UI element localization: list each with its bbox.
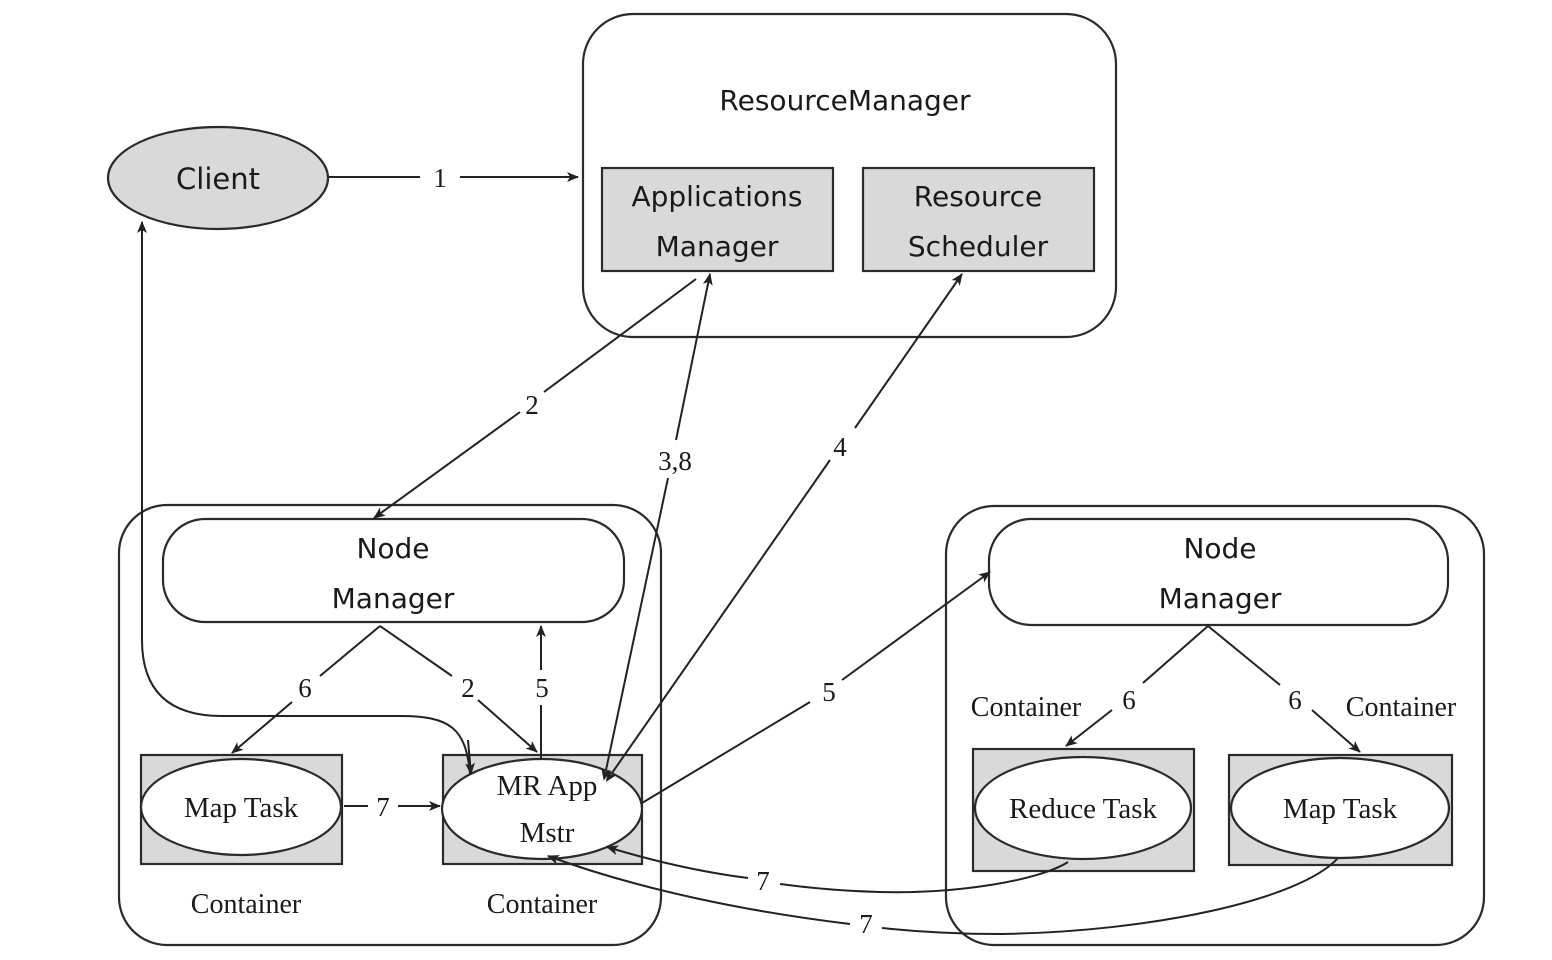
client-node: Client (106, 125, 330, 231)
edge-maptask-right-mr: 7 (547, 855, 1339, 939)
edge-label-2-top: 2 (525, 390, 539, 420)
edge-label-5-left: 5 (535, 673, 549, 703)
edge-label-7-reduce: 7 (756, 866, 770, 896)
client-ellipse (106, 125, 330, 231)
right-node-group: Node Manager Container Container Reduce … (944, 504, 1486, 947)
edge-appmgr-nodemgr: 2 (373, 278, 697, 519)
reduce-task-label: Reduce Task (1009, 793, 1158, 825)
container-map-left-label: Container (191, 889, 302, 920)
edge-mr-nm-right: 5 (641, 571, 991, 804)
mr-app-mstr-label-1: MR App (497, 770, 598, 802)
edge-label-6-reduce: 6 (1122, 685, 1136, 715)
edge-label-4: 4 (833, 432, 847, 462)
edge-reduce-mr: 7 (606, 845, 1069, 896)
right-node-manager-label-1: Node (1183, 532, 1256, 565)
edge-client-to-rm: 1 (329, 163, 579, 193)
map-task-left-ellipse (139, 757, 343, 857)
edge-label-7-maptask-right: 7 (859, 909, 873, 939)
resource-manager-frame (581, 12, 1118, 339)
left-node-frame (117, 503, 663, 947)
edge-label-6-maptask-right: 6 (1288, 685, 1302, 715)
client-label: Client (176, 162, 260, 196)
resource-scheduler-label-2: Scheduler (908, 230, 1049, 263)
right-node-frame (944, 504, 1486, 947)
right-node-manager-label-2: Manager (1159, 582, 1282, 615)
applications-manager-label-1: Applications (631, 180, 802, 213)
applications-manager-label-2: Manager (656, 230, 779, 263)
container-mr-label: Container (487, 889, 598, 920)
edge-label-7-left: 7 (376, 792, 390, 822)
edge-label-3-8: 3,8 (658, 446, 692, 476)
left-node-manager-box (161, 517, 626, 624)
resource-manager-group: ResourceManager Applications Manager Res… (581, 12, 1118, 339)
edge-mr-to-client (137, 221, 476, 775)
reduce-task-ellipse (973, 755, 1193, 861)
left-node-group: Node Manager Map Task Container MR App M… (117, 503, 663, 947)
edge-label-1: 1 (433, 163, 447, 193)
edge-nm-maptask-left: 6 (231, 625, 381, 754)
resource-manager-title: ResourceManager (719, 84, 971, 117)
edge-nm-reduce: 6 (1065, 625, 1209, 747)
edge-nm-maptask-right: 6 (1207, 625, 1361, 753)
edge-label-5-right: 5 (822, 677, 836, 707)
edge-mr-nm-left: 5 (535, 625, 549, 760)
edge-mr-appmgr: 3,8 (601, 273, 713, 781)
container-map-right-label: Container (1346, 692, 1457, 723)
applications-manager-box (600, 166, 835, 273)
edge-mr-scheduler: 4 (605, 273, 963, 783)
resource-scheduler-label-1: Resource (914, 180, 1042, 213)
resource-scheduler-box (861, 166, 1096, 273)
container-reduce-label: Container (971, 692, 1082, 723)
map-task-right-label: Map Task (1283, 793, 1398, 825)
map-task-left-label: Map Task (184, 792, 299, 824)
left-node-manager-label-2: Manager (332, 582, 455, 615)
edge-nm-mr: 2 (379, 625, 538, 753)
edge-maptask-mr: 7 (344, 792, 441, 822)
edge-label-6-left: 6 (298, 673, 312, 703)
left-node-manager-label-1: Node (356, 532, 429, 565)
mr-app-mstr-label-2: Mstr (520, 817, 575, 849)
edge-label-2-bottom: 2 (461, 673, 475, 703)
map-task-right-ellipse (1229, 756, 1451, 860)
